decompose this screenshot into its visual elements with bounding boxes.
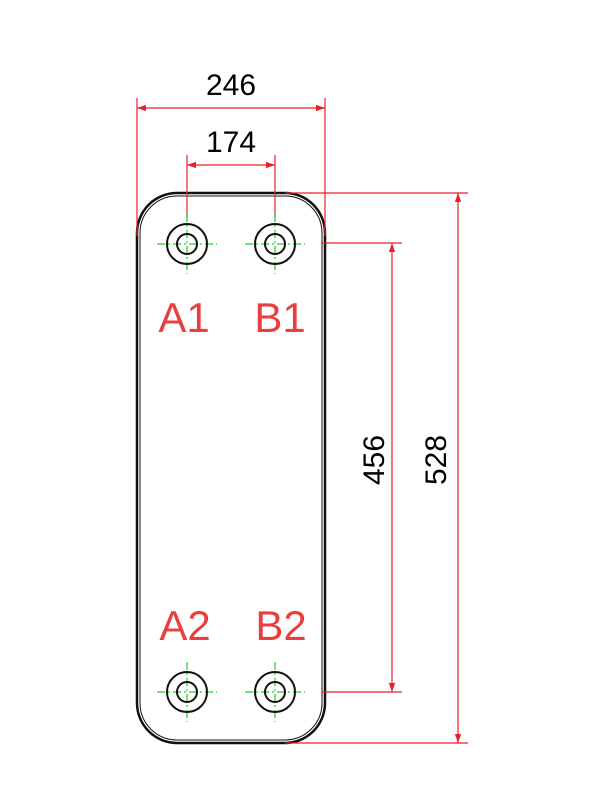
port-b2 — [245, 662, 305, 722]
dimension-overall-height: 528 — [420, 435, 453, 485]
port-label-b1: B1 — [254, 294, 305, 341]
dimension-overall-width: 246 — [206, 69, 256, 102]
dimension-port-spacing-horizontal: 174 — [206, 126, 256, 159]
port-a2 — [157, 662, 217, 722]
dimension-port-spacing-vertical: 456 — [358, 435, 391, 485]
port-label-b2: B2 — [255, 602, 306, 649]
port-label-a2: A2 — [159, 602, 210, 649]
port-a1 — [157, 214, 217, 274]
port-label-a1: A1 — [158, 294, 209, 341]
port-b1 — [245, 214, 305, 274]
dimension-lines — [137, 104, 462, 743]
plate-outline — [135, 191, 327, 745]
